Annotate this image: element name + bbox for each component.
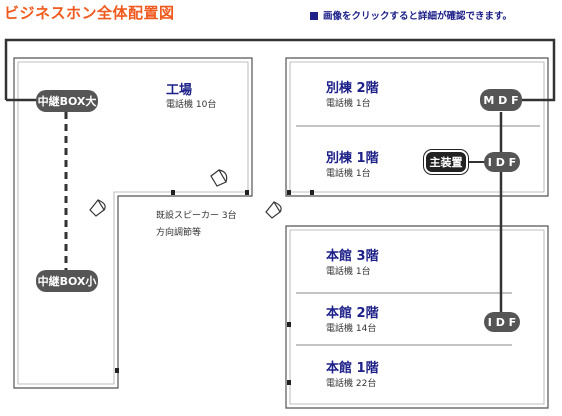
speaker-icon — [265, 200, 282, 219]
click-note-text: 画像をクリックすると詳細が確認できます。 — [323, 11, 513, 22]
factory-name[interactable]: 工場 — [166, 83, 193, 98]
relay-box-small[interactable]: 中継BOX小 — [36, 270, 98, 292]
trunk-wire-inner — [9, 43, 551, 100]
mdf-box[interactable]: M D F — [480, 89, 522, 111]
factory-wall-outer — [13, 57, 253, 389]
factory-phones: 電話機 10台 — [166, 100, 217, 110]
speaker-icon — [210, 169, 228, 187]
annex-wall-outer — [285, 57, 549, 197]
annex-1f-name[interactable]: 別棟 1階 — [326, 151, 379, 166]
main-3f-name[interactable]: 本館 3階 — [326, 249, 379, 264]
main-wall-inner — [289, 229, 545, 405]
idf-box-annex[interactable]: I D F — [484, 152, 520, 172]
main-3f-phones: 電話機 1台 — [326, 267, 371, 277]
main-2f-name[interactable]: 本館 2階 — [326, 306, 379, 321]
main-unit-box[interactable]: 主装置 — [426, 152, 466, 172]
speaker-sublabel: 方向調節等 — [156, 228, 202, 238]
annex-2f-phones: 電話機 1台 — [326, 99, 371, 109]
factory-wall-inner — [17, 61, 249, 385]
main-wall-outer — [285, 225, 549, 409]
page-title: ビジネスホン全体配置図 — [4, 4, 175, 22]
annex-wall-inner — [289, 61, 545, 193]
relay-box-large[interactable]: 中継BOX大 — [36, 90, 98, 112]
annex-2f-name[interactable]: 別棟 2階 — [326, 81, 379, 96]
square-bullet-icon — [310, 12, 318, 20]
idf-box-main[interactable]: I D F — [484, 312, 520, 332]
click-note: 画像をクリックすると詳細が確認できます。 — [310, 12, 512, 22]
annex-1f-phones: 電話機 1台 — [326, 169, 371, 179]
trunk-wire — [4, 38, 556, 102]
main-1f-name[interactable]: 本館 1階 — [326, 361, 379, 376]
main-2f-phones: 電話機 14台 — [326, 324, 377, 334]
main-1f-phones: 電話機 22台 — [326, 379, 377, 389]
speaker-icon — [89, 198, 106, 217]
speaker-label: 既設スピーカー 3台 — [156, 211, 237, 221]
